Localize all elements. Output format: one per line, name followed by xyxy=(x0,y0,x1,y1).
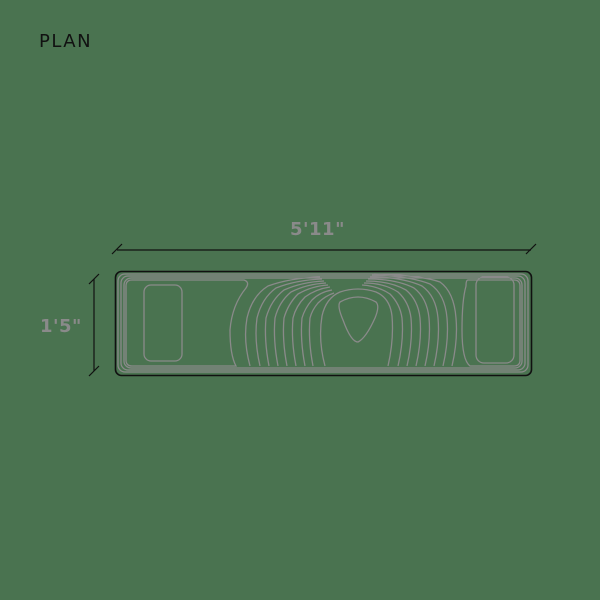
contour-lines xyxy=(117,273,529,373)
plan-title: PLAN xyxy=(39,31,93,52)
height-dimension-label: 1'5" xyxy=(40,316,82,337)
width-dimension-line xyxy=(111,243,537,255)
plan-outline xyxy=(114,270,533,377)
height-dimension-line xyxy=(88,273,100,377)
width-dimension-label: 5'11" xyxy=(290,219,345,240)
